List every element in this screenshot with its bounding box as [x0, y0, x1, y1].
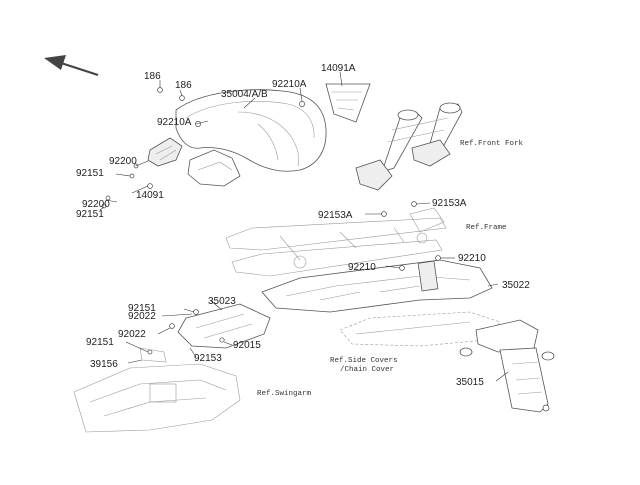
reference-side-covers: Ref.Side Covers	[330, 357, 398, 365]
part-number-14091A: 14091A	[321, 63, 356, 74]
front-fender-drawing	[147, 89, 327, 187]
front-direction-arrow-icon	[44, 55, 99, 77]
part-number-92200-a: 92200	[109, 156, 137, 167]
part-number-92022-a: 92022	[128, 311, 156, 322]
part-number-92151-b: 92151	[76, 209, 104, 220]
mud-flap-drawing	[325, 83, 371, 123]
part-number-186-a: 186	[144, 71, 161, 82]
part-number-92153A-right: 92153A	[432, 198, 467, 209]
part-number-35023: 35023	[208, 296, 236, 307]
part-number-14091: 14091	[136, 190, 164, 201]
part-number-92210-left: 92210	[348, 262, 376, 273]
reference-front-fork: Ref.Front Fork	[460, 140, 524, 148]
part-number-39156: 39156	[90, 359, 118, 370]
part-number-92151-a: 92151	[76, 168, 104, 179]
license-bracket-drawing	[459, 319, 555, 413]
part-number-92210A-left: 92210A	[157, 117, 192, 128]
side-cover-outline	[339, 311, 501, 347]
part-number-35004: 35004/A/B	[221, 89, 268, 100]
rear-flap-drawing	[147, 303, 271, 355]
part-number-92022-b: 92022	[118, 329, 146, 340]
part-number-92153A-left: 92153A	[318, 210, 353, 221]
part-number-92015: 92015	[233, 340, 261, 351]
part-number-92210-right: 92210	[458, 253, 486, 264]
part-number-92210A-top: 92210A	[272, 79, 307, 90]
part-number-labels: 186 186 35004/A/B 92210A 14091A 92210A 9…	[76, 63, 530, 388]
reference-swingarm: Ref.Swingarm	[257, 390, 312, 398]
reference-chain-cover: /Chain Cover	[340, 366, 394, 374]
part-number-92151-c: 92151	[128, 303, 156, 314]
rear-subframe-drawing	[225, 207, 447, 277]
front-fork-drawing	[355, 102, 463, 191]
swingarm-drawing	[73, 347, 241, 433]
fasteners-rear	[381, 201, 441, 271]
part-number-35015: 35015	[456, 377, 484, 388]
part-number-186-b: 186	[175, 80, 192, 91]
leader-lines	[99, 71, 509, 382]
reference-frame: Ref.Frame	[466, 224, 507, 232]
part-number-35022: 35022	[502, 280, 530, 291]
rear-fender-inner-drawing	[261, 259, 493, 313]
reference-labels: Ref.Front Fork Ref.Frame Ref.Side Covers…	[257, 140, 524, 398]
part-number-92200-b: 92200	[82, 199, 110, 210]
part-number-92153: 92153	[194, 353, 222, 364]
part-number-92151-d: 92151	[86, 337, 114, 348]
fasteners-front	[101, 87, 305, 209]
